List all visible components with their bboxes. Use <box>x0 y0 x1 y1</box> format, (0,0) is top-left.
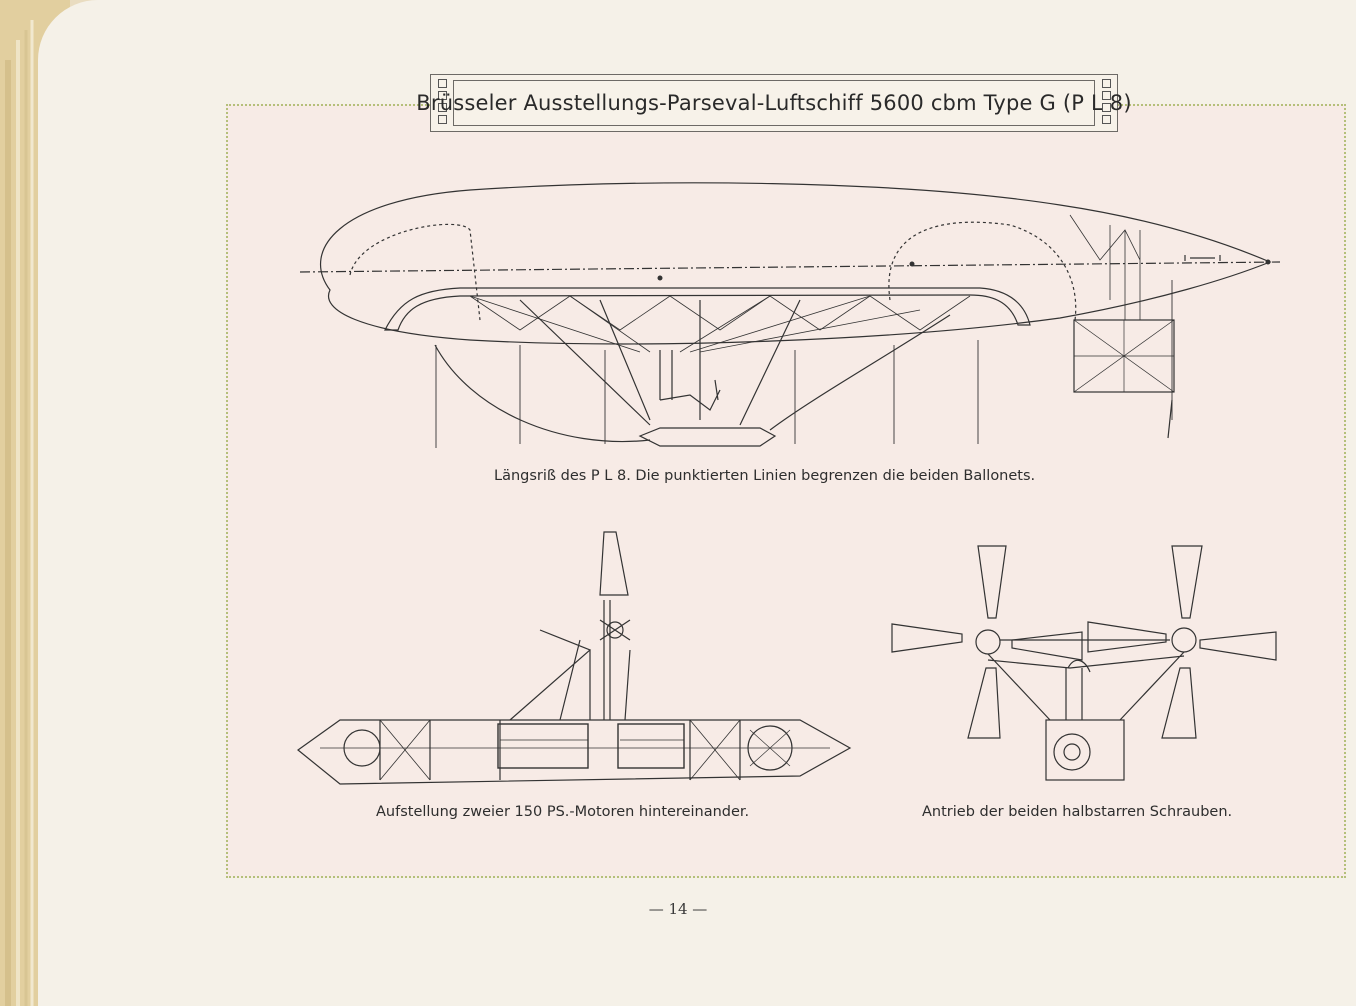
title-inner-frame: Brüsseler Ausstellungs-Parseval-Luftschi… <box>416 80 1132 126</box>
page-title: Brüsseler Ausstellungs-Parseval-Luftschi… <box>416 91 1132 115</box>
title-frame: Brüsseler Ausstellungs-Parseval-Luftschi… <box>416 74 1132 132</box>
caption-motors: Aufstellung zweier 150 PS.-Motoren hinte… <box>376 804 750 820</box>
illustration-plate <box>226 104 1346 878</box>
caption-propellers: Antrieb der beiden halbstarren Schrauben… <box>922 804 1233 820</box>
film-strip-right <box>1099 79 1113 124</box>
page-number: — 14 — <box>648 900 708 918</box>
caption-longitudinal: Längsriß des P L 8. Die punktierten Lini… <box>494 468 1036 484</box>
film-strip-left <box>435 79 449 124</box>
